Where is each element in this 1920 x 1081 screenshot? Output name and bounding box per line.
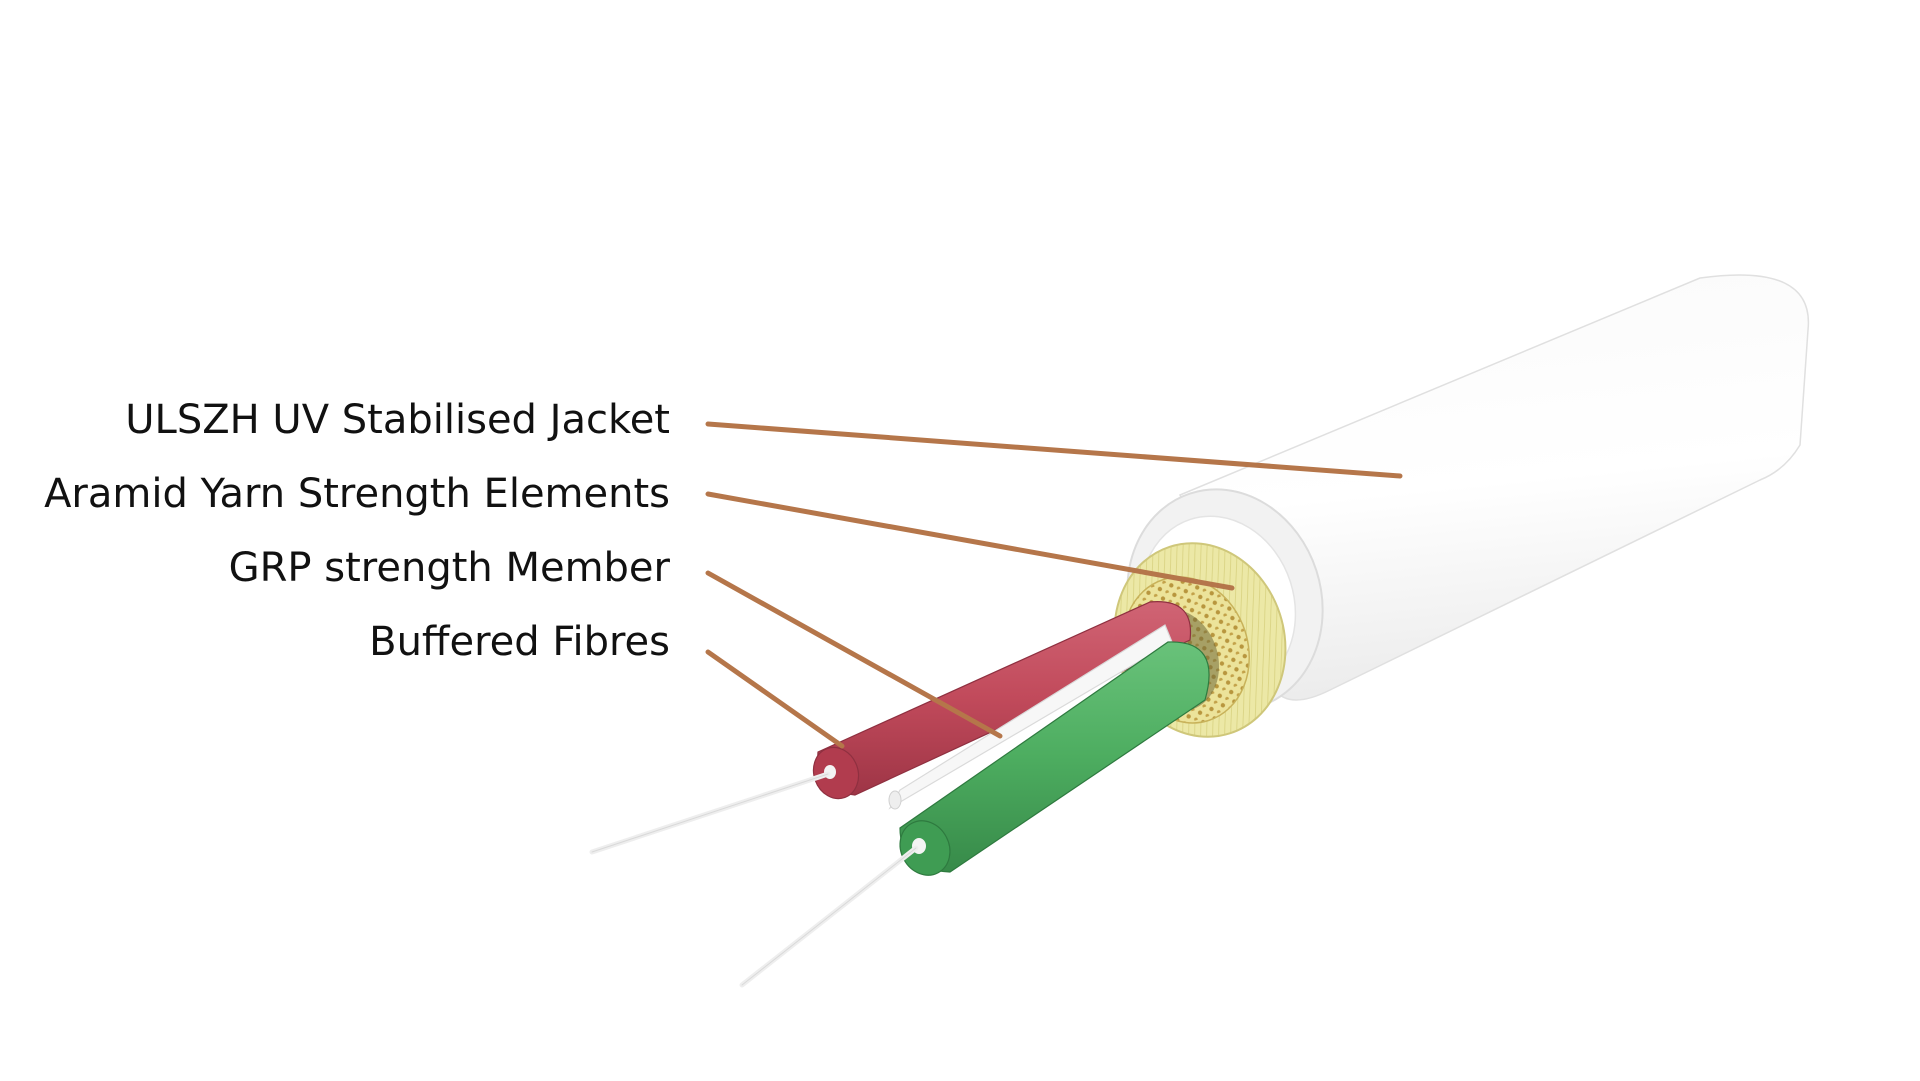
green-buffered-fibre xyxy=(899,641,1210,876)
leader-line-jacket xyxy=(705,421,1403,479)
leader-lines xyxy=(705,421,1403,749)
label-aramid-yarn: Aramid Yarn Strength Elements xyxy=(44,471,670,517)
leader-line-grp xyxy=(705,570,1003,739)
label-grp-member: GRP strength Member xyxy=(228,545,670,591)
label-jacket: ULSZH UV Stabilised Jacket xyxy=(125,397,670,443)
leader-line-fibres xyxy=(705,649,845,749)
leader-line-aramid xyxy=(705,491,1235,591)
label-buffered-fibres: Buffered Fibres xyxy=(369,619,670,665)
grp-strength-member xyxy=(888,624,1173,810)
